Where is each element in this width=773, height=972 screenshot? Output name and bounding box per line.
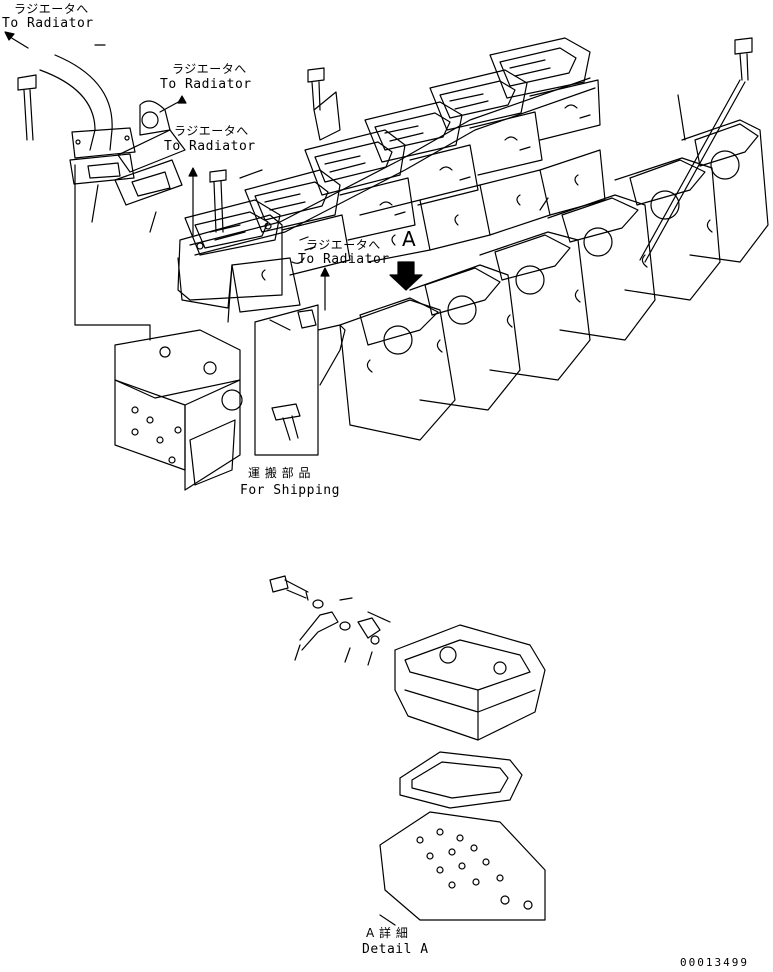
drawing-code: 00013499	[680, 956, 749, 969]
label-to-radiator-3-jp: ラジエータへ	[174, 124, 249, 138]
label-to-radiator-4-en: To Radiator	[298, 252, 390, 267]
view-a-arrow	[390, 262, 422, 290]
bolt-upper-left	[18, 75, 36, 140]
upper-head-5	[430, 70, 542, 175]
radiator-arrows	[5, 32, 329, 310]
upper-head-1	[178, 200, 282, 300]
outlet-elbow-right	[115, 101, 185, 205]
leader-line	[75, 165, 150, 340]
label-shipping-jp: 運 搬 部 品	[248, 466, 311, 480]
water-manifold-pipe	[190, 78, 595, 255]
label-to-radiator-2-en: To Radiator	[160, 77, 252, 92]
upper-head-row	[178, 38, 605, 312]
upper-head-3	[305, 130, 415, 240]
detail-a-assembly	[270, 576, 545, 925]
label-to-radiator-2-jp: ラジエータへ	[172, 62, 247, 76]
label-to-radiator-1-jp: ラジエータへ	[14, 2, 89, 16]
label-to-radiator-1-en: To Radiator	[2, 16, 94, 31]
bolt-upper-center	[210, 170, 226, 232]
label-view-a: A	[402, 227, 417, 251]
shipping-box	[255, 305, 345, 455]
lower-head-row	[340, 80, 768, 440]
label-to-radiator-4-jp: ラジエータへ	[306, 238, 381, 252]
leader-line	[92, 170, 262, 322]
upper-head-2	[245, 170, 350, 275]
label-detail-en: Detail A	[362, 942, 429, 957]
outlet-elbow-left	[40, 55, 135, 184]
label-to-radiator-3-en: To Radiator	[164, 139, 256, 154]
air-vent-pipe-bolt	[735, 38, 752, 80]
bolt-upper-top	[308, 68, 340, 140]
leader-line	[95, 45, 685, 210]
label-detail-jp: A 詳 細	[366, 926, 409, 940]
upper-head-6	[490, 38, 600, 140]
upper-row-block	[178, 150, 605, 312]
front-block	[115, 330, 242, 490]
label-shipping-en: For Shipping	[240, 483, 340, 498]
